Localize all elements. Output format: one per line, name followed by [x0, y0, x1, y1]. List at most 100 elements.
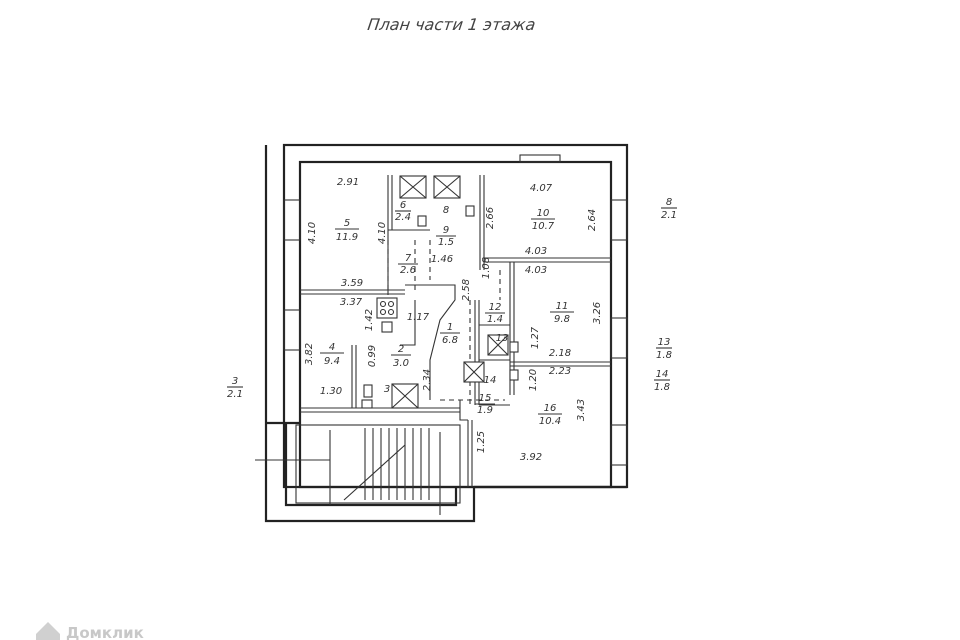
dim-label: 0.99	[367, 345, 378, 367]
dim-label: 4.10	[377, 222, 388, 244]
dim-label: 1.46	[431, 254, 453, 265]
dim-label: 3.37	[340, 297, 363, 308]
svg-text:11.9: 11.9	[336, 232, 358, 243]
room-label-16: 16 10.4	[538, 403, 562, 427]
svg-text:13: 13	[658, 337, 671, 348]
svg-text:1.8: 1.8	[654, 382, 670, 393]
toilet	[363, 384, 373, 398]
svg-text:3: 3	[384, 384, 390, 395]
svg-text:15: 15	[479, 393, 492, 404]
svg-text:6.8: 6.8	[442, 335, 458, 346]
room-labels: 16.8 23.0 3 49.4 511.9 62.4 72.6 8 91.5 …	[320, 200, 574, 427]
room-label-12: 121.4	[485, 302, 505, 325]
toilet	[509, 369, 519, 381]
svg-text:5: 5	[344, 218, 350, 229]
svg-text:2.1: 2.1	[661, 210, 677, 221]
room-label-3: 3	[384, 384, 390, 395]
outside-labels: 32.1 82.1 131.8 141.8	[227, 197, 677, 400]
stair	[255, 424, 461, 515]
svg-text:7: 7	[405, 253, 412, 264]
svg-text:1.8: 1.8	[656, 350, 672, 361]
dim-label: 2.18	[549, 348, 571, 359]
dashed-lines	[387, 240, 505, 405]
svg-text:3.0: 3.0	[393, 358, 409, 369]
fixtures	[361, 175, 519, 409]
svg-text:2: 2	[398, 344, 404, 355]
dim-label: 1.25	[476, 431, 487, 453]
svg-text:9.8: 9.8	[554, 314, 570, 325]
sink	[381, 321, 393, 333]
dim-label: 4.03	[525, 246, 547, 257]
dim-label: 4.03	[525, 265, 547, 276]
dim-label: 1.08	[481, 257, 492, 279]
outside-label-8: 82.1	[661, 197, 677, 221]
svg-text:14: 14	[656, 369, 669, 380]
svg-text:16: 16	[544, 403, 557, 414]
toilet	[417, 215, 427, 227]
svg-text:1.4: 1.4	[487, 314, 503, 325]
room-label-9: 91.5	[436, 225, 456, 248]
room-label-13: 13	[496, 333, 509, 344]
dim-label: 2.66	[485, 207, 496, 229]
svg-text:1.5: 1.5	[438, 237, 454, 248]
dim-label: 1.27	[530, 326, 541, 349]
room-label-11: 119.8	[550, 301, 574, 325]
dim-label: 1.30	[320, 386, 342, 397]
svg-text:4: 4	[329, 342, 335, 353]
room-label-1: 16.8	[440, 322, 460, 346]
dim-label: 3.43	[576, 399, 587, 421]
svg-text:13: 13	[496, 333, 509, 344]
svg-text:6: 6	[400, 200, 406, 211]
dim-label: 1.20	[528, 369, 539, 391]
dim-label: 3.82	[304, 343, 315, 365]
sink	[361, 399, 373, 409]
outside-label-13: 131.8	[656, 337, 672, 361]
room-label-8: 8	[443, 205, 449, 216]
svg-text:3: 3	[232, 376, 238, 387]
svg-text:8: 8	[443, 205, 449, 216]
dim-label: 2.23	[549, 366, 571, 377]
room-label-7: 72.6	[398, 253, 418, 276]
dim-label: 1.42	[364, 309, 375, 331]
room-label-10: 10 10.7	[531, 208, 555, 232]
svg-text:2.6: 2.6	[400, 265, 416, 276]
room-label-4: 49.4	[320, 342, 344, 367]
windows	[283, 154, 628, 466]
dim-label: 3.26	[592, 302, 603, 324]
svg-text:9: 9	[443, 225, 449, 236]
svg-text:10.7: 10.7	[532, 221, 555, 232]
svg-text:2.4: 2.4	[395, 212, 411, 223]
dim-label: 4.07	[530, 183, 553, 194]
dim-label: 2.64	[587, 209, 598, 231]
watermark-text: Домклик	[66, 624, 144, 640]
outside-label-3: 32.1	[227, 376, 243, 400]
outside-label-14: 141.8	[654, 369, 670, 393]
svg-text:12: 12	[489, 302, 502, 313]
house-icon	[36, 622, 60, 640]
room-label-15: 151.9	[475, 393, 495, 416]
room-label-14: 14	[484, 375, 497, 386]
svg-text:10: 10	[537, 208, 550, 219]
room-label-5: 511.9	[335, 218, 359, 243]
toilet	[509, 341, 519, 353]
dim-label: 2.58	[461, 279, 472, 301]
plan-title: План части 1 этажа	[366, 15, 536, 34]
svg-text:2.1: 2.1	[227, 389, 243, 400]
stove	[376, 297, 398, 319]
dim-label: 1.17	[407, 312, 430, 323]
dimension-labels: 2.91 4.10 4.10 3.59 4.07 2.66 2.64 4.03 …	[304, 177, 603, 463]
svg-text:1.9: 1.9	[477, 405, 493, 416]
dim-label: 4.10	[307, 222, 318, 244]
dim-label: 2.34	[422, 369, 433, 391]
svg-text:1: 1	[447, 322, 453, 333]
room-label-6: 62.4	[395, 200, 411, 223]
svg-text:8: 8	[666, 197, 672, 208]
svg-text:14: 14	[484, 375, 497, 386]
svg-text:9.4: 9.4	[324, 356, 340, 367]
dim-label: 3.92	[520, 452, 542, 463]
toilet	[465, 205, 475, 217]
room-label-2: 23.0	[391, 344, 411, 369]
svg-text:10.4: 10.4	[539, 416, 561, 427]
dim-label: 3.59	[341, 278, 363, 289]
